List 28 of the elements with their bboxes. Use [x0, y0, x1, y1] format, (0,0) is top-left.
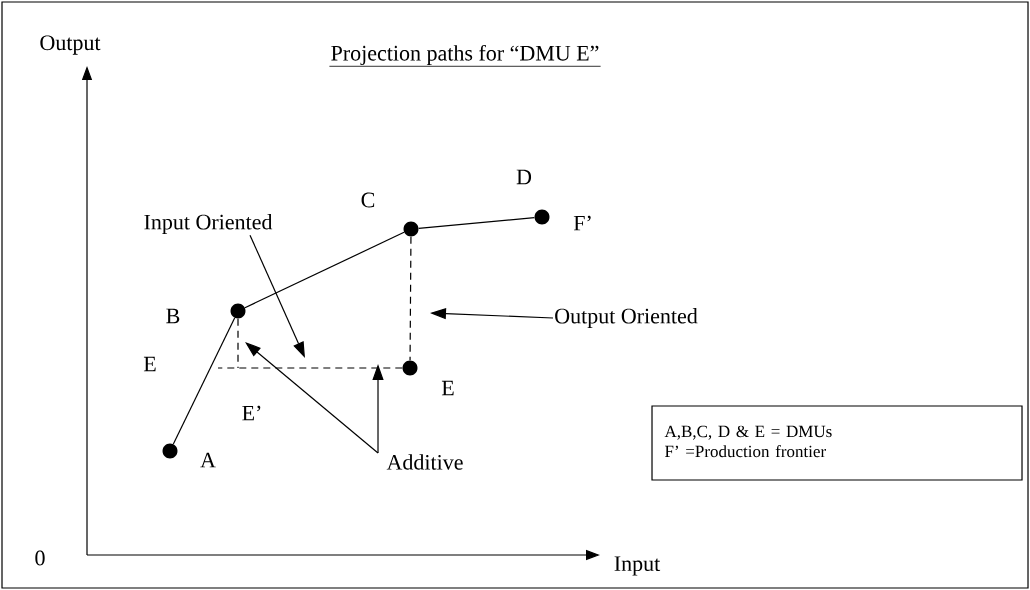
annotation-text: Input Oriented	[144, 214, 273, 234]
point-letter: A	[200, 452, 216, 468]
frontier-line	[244, 231, 405, 309]
legend-box: A,B,C, D & E = DMUs F’ =Production frontier	[651, 405, 1023, 481]
frontier-line	[172, 317, 236, 445]
title: Projection paths for “DMU E”	[331, 44, 599, 66]
annotation-text: Output Oriented	[555, 308, 698, 328]
point-dot	[162, 443, 178, 459]
point-dot	[403, 221, 419, 237]
point-letter: E	[143, 356, 156, 372]
projection-line	[217, 367, 403, 369]
point-dot	[402, 360, 418, 376]
frontier-line	[418, 217, 535, 229]
point-letter: F’	[573, 215, 591, 231]
axis-label: 0	[35, 550, 45, 566]
annotation-text: Additive	[386, 454, 463, 470]
arrow	[245, 342, 379, 454]
point-letter: D	[516, 169, 532, 185]
point-letter: E	[441, 380, 454, 396]
point-dot	[230, 303, 246, 319]
axis-label: Output	[40, 35, 101, 55]
axis-label: Input	[614, 556, 661, 576]
point-dot	[534, 209, 550, 225]
projection-line	[409, 236, 412, 361]
point-letter: C	[361, 192, 375, 208]
projection-line	[237, 318, 239, 369]
point-letter: B	[166, 308, 180, 324]
point-letter: E’	[242, 405, 261, 421]
